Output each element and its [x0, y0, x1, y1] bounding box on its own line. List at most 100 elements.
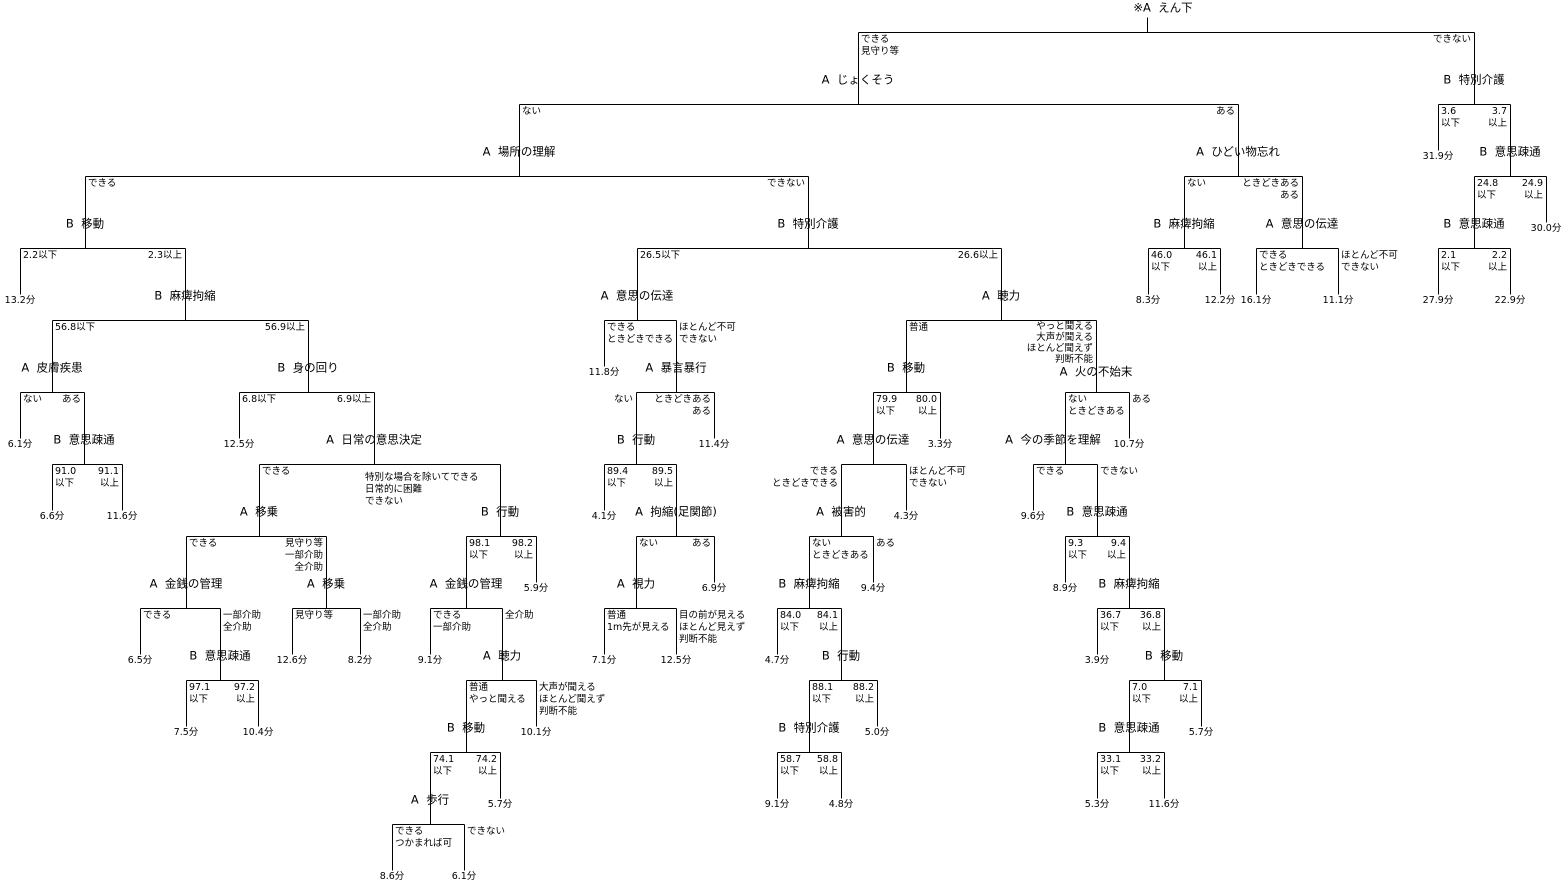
split-node-label: A 火の不始末: [1059, 364, 1133, 379]
leaf-value: 4.3分: [893, 511, 919, 522]
branch-condition-label: 6.9以上: [336, 394, 371, 405]
leaf-value: 9.6分: [1020, 511, 1046, 522]
branch-condition-label: 3.7 以上: [1487, 106, 1507, 129]
split-node-label: A 意思の伝達: [600, 288, 674, 303]
split-node-label: B 意思疎通: [1479, 144, 1541, 159]
leaf-value: 6.1分: [7, 439, 33, 450]
branch-condition-label: 2.1 以下: [1441, 250, 1461, 273]
branch-condition-label: ほとんど不可 できない: [679, 322, 736, 345]
leaf-value: 8.2分: [347, 655, 373, 666]
leaf-value: 12.2分: [1204, 295, 1236, 306]
branch-condition-label: できる ときどきできる: [1259, 250, 1326, 273]
branch-condition-label: できる: [143, 610, 172, 621]
leaf-value: 8.6分: [379, 871, 405, 882]
leaf-value: 10.7分: [1113, 439, 1145, 450]
branch-condition-label: 普通 やっと聞える: [469, 682, 526, 705]
branch-condition-label: ない ときどきある: [1068, 394, 1125, 417]
split-node-label: B 意思疎通: [1066, 504, 1128, 519]
leaf-value: 10.1分: [520, 727, 552, 738]
branch-condition-label: できる 見守り等: [861, 34, 900, 57]
leaf-value: 6.1分: [451, 871, 477, 882]
branch-condition-label: 79.9 以下: [876, 394, 898, 417]
split-node-label: A 被害的: [816, 504, 866, 519]
branch-condition-label: できない: [467, 826, 506, 837]
split-node-label: A 暴言暴行: [645, 360, 707, 375]
leaf-value: 11.8分: [588, 367, 620, 378]
split-node-label: A じょくそう: [821, 72, 895, 87]
branch-condition-label: ない: [613, 394, 633, 405]
leaf-value: 5.0分: [864, 727, 890, 738]
leaf-value: 6.6分: [39, 511, 65, 522]
leaf-value: 9.4分: [860, 583, 886, 594]
branch-condition-label: 80.0 以上: [915, 394, 937, 417]
split-node-label: B 麻痺拘縮: [1153, 216, 1215, 231]
split-node-label: B 意思疎通: [189, 648, 251, 663]
leaf-value: 13.2分: [4, 295, 36, 306]
split-node-label: A 聴力: [482, 648, 522, 663]
leaf-value: 6.5分: [127, 655, 153, 666]
leaf-value: 9.1分: [417, 655, 443, 666]
branch-condition-label: 98.2 以上: [511, 538, 533, 561]
leaf-value: 11.4分: [698, 439, 730, 450]
leaf-value: 12.5分: [660, 655, 692, 666]
branch-condition-label: できる 一部介助: [433, 610, 472, 633]
leaf-value: 4.7分: [764, 655, 790, 666]
split-node-label: A 今の季節を理解: [1005, 432, 1101, 447]
leaf-value: 12.6分: [276, 655, 308, 666]
branch-condition-label: 91.0 以下: [55, 466, 77, 489]
split-node-label: B 麻痺拘縮: [778, 576, 840, 591]
branch-condition-label: できる つかまれば可: [395, 826, 453, 849]
branch-condition-label: 56.9以上: [264, 322, 305, 333]
branch-condition-label: 58.7 以下: [780, 754, 802, 777]
split-node-label: A ひどい物忘れ: [1196, 144, 1280, 159]
leaf-value: 7.1分: [591, 655, 617, 666]
split-node-label: A 拘縮(足関節): [635, 504, 717, 519]
branch-condition-label: 9.4 以上: [1106, 538, 1126, 561]
branch-condition-label: 88.2 以上: [852, 682, 874, 705]
branch-condition-label: できない: [1100, 466, 1139, 477]
branch-condition-label: ある: [61, 394, 81, 405]
leaf-value: 7.5分: [173, 727, 199, 738]
branch-condition-label: 98.1 以下: [469, 538, 491, 561]
branch-condition-label: ある: [1132, 394, 1152, 405]
leaf-value: 27.9分: [1422, 295, 1454, 306]
branch-condition-label: ない: [23, 394, 43, 405]
leaf-value: 4.1分: [591, 511, 617, 522]
branch-condition-label: ほとんど不可 できない: [909, 466, 966, 489]
split-node-label: A 聴力: [981, 288, 1021, 303]
split-node-label: A 日常の意思決定: [326, 432, 422, 447]
branch-condition-label: できる ときどきできる: [607, 322, 674, 345]
branch-condition-label: 24.8 以下: [1477, 178, 1499, 201]
branch-condition-label: できない: [766, 178, 805, 189]
split-node-label: A 皮膚疾患: [21, 360, 83, 375]
branch-condition-label: 6.8以下: [242, 394, 277, 405]
leaf-value: 5.7分: [487, 799, 513, 810]
branch-condition-label: ない: [522, 106, 542, 117]
branch-condition-label: 36.7 以下: [1100, 610, 1122, 633]
split-node-label: A 金銭の管理: [149, 576, 223, 591]
split-node-label: B 特別介護: [777, 216, 839, 231]
leaf-value: 11.1分: [1322, 295, 1354, 306]
branch-condition-label: 91.1 以上: [97, 466, 119, 489]
branch-condition-label: できない: [1432, 34, 1471, 45]
branch-condition-label: 26.6以上: [957, 250, 998, 261]
leaf-value: 11.6分: [106, 511, 138, 522]
branch-condition-label: できる: [1036, 466, 1065, 477]
split-node-label: B 意思疎通: [1443, 216, 1505, 231]
branch-condition-label: ない: [1187, 178, 1207, 189]
split-node-label: B 意思疎通: [1098, 720, 1160, 735]
leaf-value: 9.1分: [764, 799, 790, 810]
branch-condition-label: 74.1 以下: [433, 754, 455, 777]
leaf-value: 31.9分: [1422, 151, 1454, 162]
split-node-label: B 移動: [1144, 648, 1184, 663]
branch-condition-label: 3.6 以下: [1441, 106, 1461, 129]
leaf-value: 6.9分: [701, 583, 727, 594]
split-node-label: A 移乗: [306, 576, 346, 591]
branch-condition-label: 88.1 以下: [812, 682, 834, 705]
branch-condition-label: 33.2 以上: [1139, 754, 1161, 777]
leaf-value: 4.8分: [828, 799, 854, 810]
branch-condition-label: 一部介助 全介助: [363, 610, 402, 633]
split-node-label: B 麻痺拘縮: [1098, 576, 1160, 591]
leaf-value: 30.0分: [1530, 223, 1562, 234]
